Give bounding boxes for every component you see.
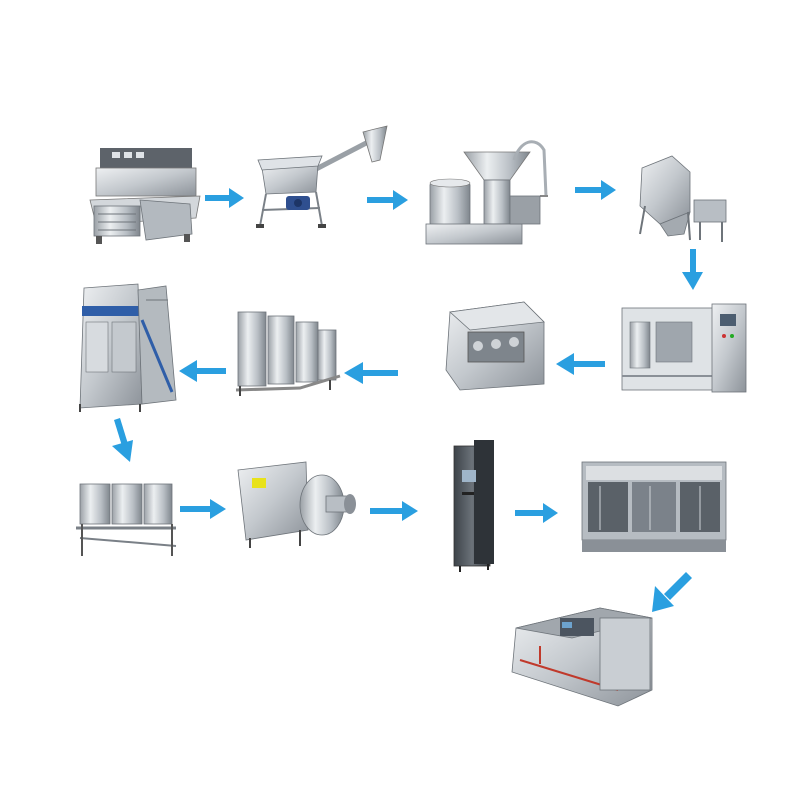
arrow-right-icon — [180, 499, 226, 519]
bottle-filling-machine-icon — [581, 461, 727, 552]
screw-conveyor-hopper-icon — [256, 125, 388, 228]
cip-cleaning-tanks-icon — [76, 483, 177, 556]
spray-cooling-tunnel-icon — [511, 607, 653, 707]
colloid-mill-icon — [425, 140, 548, 245]
flow-arrows — [112, 180, 703, 612]
arrow-right-icon — [515, 503, 558, 523]
electric-control-cabinet-icon — [453, 440, 494, 572]
arrow-down-icon — [682, 249, 703, 290]
centrifugal-pump-icon — [237, 461, 356, 548]
arrow-right-icon — [367, 190, 408, 210]
plate-sterilizer-panel-icon — [621, 303, 747, 393]
conical-mixing-tank-icon — [639, 155, 727, 242]
aseptic-filling-machine-icon — [79, 283, 177, 412]
arrow-left-icon — [556, 353, 605, 375]
arrow-right-icon — [205, 188, 244, 208]
high-pressure-homogenizer-icon — [445, 301, 545, 391]
arrow-down-icon — [112, 418, 133, 462]
arrow-right-icon — [575, 180, 616, 200]
storage-tank-row-icon — [235, 311, 341, 396]
crusher-machine-icon — [89, 148, 201, 244]
arrow-left-icon — [344, 362, 398, 384]
arrow-right-icon — [370, 501, 418, 521]
arrow-down-left-icon — [652, 572, 692, 612]
arrow-left-icon — [179, 360, 226, 382]
